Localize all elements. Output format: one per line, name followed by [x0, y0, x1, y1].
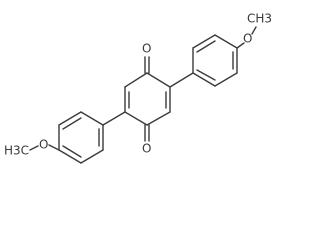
- ring-bond: [58, 111, 82, 126]
- ring-bond: [58, 149, 82, 164]
- ring-bond: [146, 111, 171, 126]
- ring-bond: [192, 72, 216, 87]
- aryl-ring-right: O CH3: [169, 12, 272, 88]
- ring-bond: [214, 72, 238, 87]
- methoxy-bond: [251, 26, 257, 35]
- methoxy-bond: [29, 145, 39, 151]
- oxygen-label-bottom: O: [142, 142, 151, 156]
- ring-bond: [124, 72, 148, 88]
- carbonyl-bottom: O: [142, 124, 151, 156]
- ring-bond: [214, 34, 238, 49]
- methoxy-oxygen-label-right: O: [243, 32, 252, 46]
- ring-double-bond: [196, 40, 216, 53]
- chemical-structure: O O O CH3 O H3C: [4, 12, 272, 164]
- ring-bond: [192, 34, 216, 49]
- carbonyl-top: O: [142, 42, 151, 74]
- quinone-ring: [124, 72, 171, 126]
- methyl-label-left: H3C: [4, 144, 29, 158]
- ring-bond: [80, 111, 104, 126]
- linking-bond: [102, 111, 126, 126]
- linking-bond: [169, 72, 194, 88]
- ring-double-bond: [196, 69, 216, 81]
- methoxy-bond: [236, 42, 245, 49]
- methoxy-bond: [48, 144, 60, 151]
- methoxy-oxygen-label-left: O: [39, 138, 48, 152]
- ring-double-bond: [62, 145, 82, 158]
- oxygen-label-top: O: [142, 42, 151, 56]
- ring-bond: [124, 111, 148, 126]
- methyl-label-right: CH3: [247, 12, 272, 26]
- aryl-ring-left: O H3C: [4, 111, 126, 164]
- ring-double-bond: [62, 117, 82, 130]
- ring-bond: [146, 72, 171, 88]
- ring-bond: [80, 149, 104, 164]
